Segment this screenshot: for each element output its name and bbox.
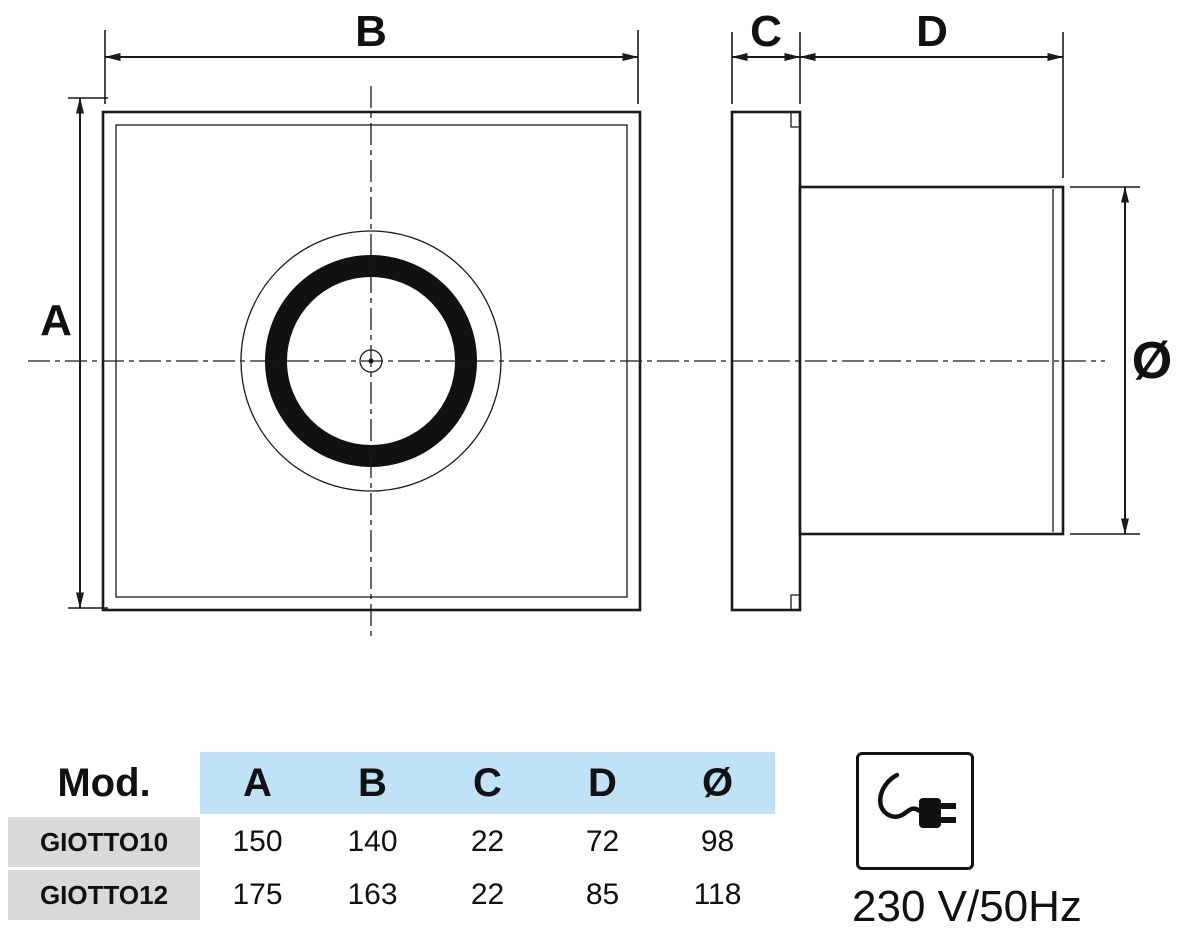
dimension-a: A bbox=[40, 97, 108, 609]
value-d: 85 bbox=[545, 870, 660, 920]
technical-drawing: B A C D Ø bbox=[28, 7, 1172, 640]
value-d: 72 bbox=[545, 817, 660, 867]
flange-step-top bbox=[790, 113, 799, 128]
table-header-diameter: Ø bbox=[660, 752, 775, 814]
power-plug-box bbox=[856, 752, 974, 870]
flange-step-bottom bbox=[790, 594, 799, 609]
spec-table: Mod. A B C D Ø GIOTTO10 150 140 22 72 98… bbox=[8, 752, 775, 920]
table-row: GIOTTO12 175 163 22 85 118 bbox=[8, 870, 775, 920]
table-header-model: Mod. bbox=[8, 752, 200, 814]
value-c: 22 bbox=[430, 870, 545, 920]
value-diameter: 98 bbox=[660, 817, 775, 867]
plug-pin-top bbox=[940, 803, 956, 809]
value-c: 22 bbox=[430, 817, 545, 867]
dimension-c: C bbox=[731, 7, 801, 104]
value-diameter: 118 bbox=[660, 870, 775, 920]
dim-a-label: A bbox=[40, 296, 72, 345]
model-name: GIOTTO10 bbox=[8, 817, 200, 867]
dim-dia-label: Ø bbox=[1132, 332, 1172, 390]
table-header-row: Mod. A B C D Ø bbox=[8, 752, 775, 814]
center-lines bbox=[28, 86, 1105, 640]
dimension-d: D bbox=[799, 7, 1064, 178]
value-a: 150 bbox=[200, 817, 315, 867]
plug-cord bbox=[878, 772, 925, 819]
plug-pin-bottom bbox=[940, 817, 956, 823]
value-b: 163 bbox=[315, 870, 430, 920]
table-header-a: A bbox=[200, 752, 315, 814]
table-header-d: D bbox=[545, 752, 660, 814]
dimension-diameter: Ø bbox=[1070, 186, 1172, 535]
table-header-c: C bbox=[430, 752, 545, 814]
plug-body bbox=[919, 798, 941, 828]
dim-c-label: C bbox=[750, 7, 782, 56]
dim-b-label: B bbox=[355, 7, 387, 56]
value-a: 175 bbox=[200, 870, 315, 920]
power-plug-icon bbox=[878, 772, 956, 828]
table-row: GIOTTO10 150 140 22 72 98 bbox=[8, 817, 775, 867]
model-name: GIOTTO12 bbox=[8, 870, 200, 920]
power-rating-label: 230 V/50Hz bbox=[852, 882, 1082, 931]
dimension-b: B bbox=[104, 7, 639, 104]
table-header-b: B bbox=[315, 752, 430, 814]
dim-d-label: D bbox=[916, 7, 948, 56]
value-b: 140 bbox=[315, 817, 430, 867]
